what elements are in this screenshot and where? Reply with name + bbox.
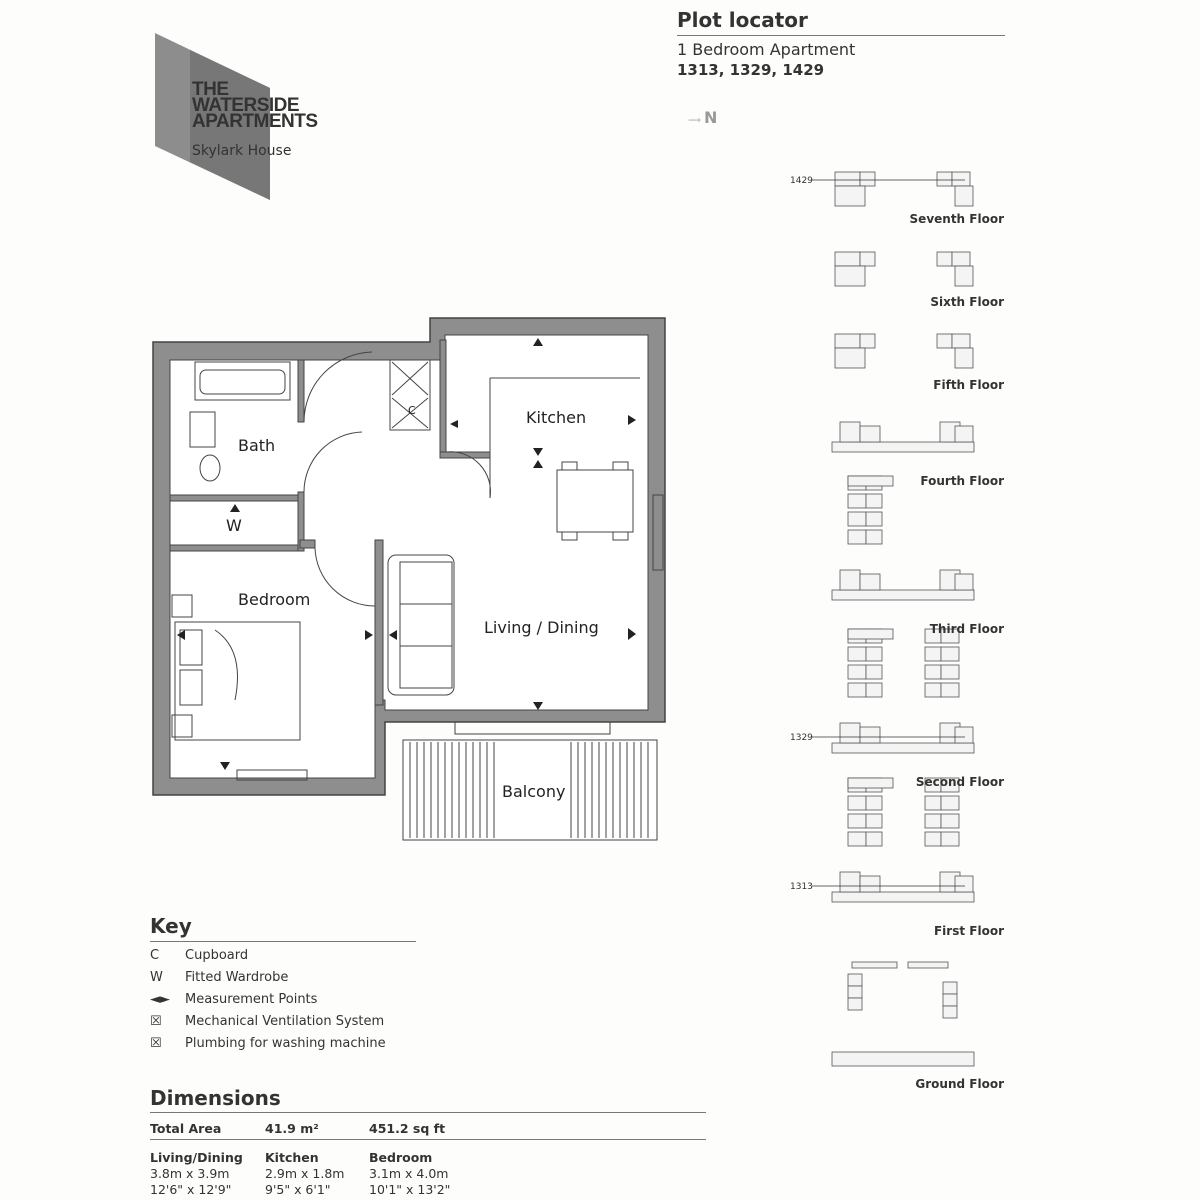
room-metric: 2.9m x 1.8m — [265, 1166, 345, 1181]
bathtub — [194, 361, 291, 401]
sofa — [387, 554, 455, 696]
room-imperial: 9'5" x 6'1" — [265, 1182, 331, 1197]
key-symbol: C — [150, 948, 160, 963]
plot-locator-title: Plot locator — [677, 8, 808, 32]
dimensions-title: Dimensions — [150, 1086, 281, 1110]
floor-label: Ground Floor — [915, 1077, 1004, 1091]
key-item: W Fitted Wardrobe — [150, 970, 288, 985]
double-bed — [174, 621, 301, 741]
floor-block-plan — [831, 421, 975, 453]
logo-line-1: THE — [192, 79, 229, 100]
logo-line-2: WATERSIDE — [192, 95, 300, 116]
floor-label: Third Floor — [929, 622, 1004, 636]
room-metric: 3.1m x 4.0m — [369, 1166, 449, 1181]
plot-marker-label: 1329 — [790, 733, 813, 743]
key-label: Fitted Wardrobe — [185, 970, 289, 985]
key-item: ☒ Mechanical Ventilation System — [150, 1014, 384, 1029]
key-label: Plumbing for washing machine — [185, 1036, 386, 1051]
floor-label: Seventh Floor — [909, 212, 1004, 226]
room-label-bedroom: Bedroom — [238, 590, 311, 609]
key-item: C Cupboard — [150, 948, 248, 963]
floor-block-plan — [834, 251, 974, 287]
floor-block-plan — [831, 475, 975, 601]
north-indicator: ⟶ N — [688, 108, 718, 127]
floor-label: Sixth Floor — [930, 295, 1004, 309]
floor-label: Second Floor — [915, 775, 1004, 789]
north-label: N — [704, 108, 718, 127]
balcony-door — [454, 721, 611, 735]
room-label-kitchen: Kitchen — [526, 408, 587, 427]
key-symbol: ◄► — [150, 992, 170, 1007]
balcony-decking — [409, 742, 649, 838]
key-label: Cupboard — [185, 948, 249, 963]
dining-table — [556, 469, 634, 533]
room-label-bath: Bath — [238, 436, 276, 455]
logo-line-3: APARTMENTS — [192, 111, 318, 132]
room-imperial: 12'6" x 12'9" — [150, 1182, 232, 1197]
total-area-label: Total Area — [150, 1121, 222, 1136]
room-imperial: 10'1" x 13'2" — [369, 1182, 451, 1197]
logo-shape — [155, 33, 270, 200]
floor-block-plan — [834, 333, 974, 369]
measurement-points — [177, 338, 636, 770]
window — [236, 769, 308, 781]
floor-block-plan — [831, 777, 975, 903]
room-metric: 3.8m x 3.9m — [150, 1166, 230, 1181]
key-item: ☒ Plumbing for washing machine — [150, 1036, 386, 1051]
floor-block-plan — [831, 961, 975, 1067]
room-name: Bedroom — [369, 1150, 433, 1165]
cupboard — [389, 359, 431, 431]
key-label: Mechanical Ventilation System — [185, 1014, 385, 1029]
wardrobe-label: W — [226, 516, 242, 535]
toilet — [199, 454, 221, 482]
room-label-balcony: Balcony — [500, 782, 568, 801]
total-area-sqft: 451.2 sq ft — [369, 1121, 446, 1136]
key-symbol: W — [150, 970, 163, 985]
logo-subtitle: Skylark House — [192, 143, 292, 159]
plot-marker-label: 1313 — [790, 882, 813, 892]
apartment-type: 1 Bedroom Apartment — [677, 40, 856, 59]
room-label-living-dining: Living / Dining — [484, 618, 599, 637]
key-symbol: ☒ — [150, 1036, 162, 1051]
floor-label: Fifth Floor — [933, 378, 1004, 392]
plot-marker-label: 1429 — [790, 176, 813, 186]
key-symbol: ☒ — [150, 1014, 162, 1029]
walls — [152, 317, 666, 796]
total-area-m2: 41.9 m² — [265, 1121, 319, 1136]
washbasin — [189, 411, 216, 448]
key-item: ◄► Measurement Points — [150, 992, 317, 1007]
room-name: Living/Dining — [150, 1150, 243, 1165]
floor-block-plan — [834, 171, 974, 207]
key-title: Key — [150, 914, 192, 938]
floor-label: Fourth Floor — [920, 474, 1004, 488]
window — [652, 494, 664, 571]
key-label: Measurement Points — [185, 992, 318, 1007]
room-name: Kitchen — [265, 1150, 319, 1165]
cupboard-label: C — [408, 404, 416, 417]
floor-block-plan — [831, 628, 975, 754]
floor-label: First Floor — [933, 924, 1004, 938]
plot-numbers: 1313, 1329, 1429 — [677, 61, 825, 79]
